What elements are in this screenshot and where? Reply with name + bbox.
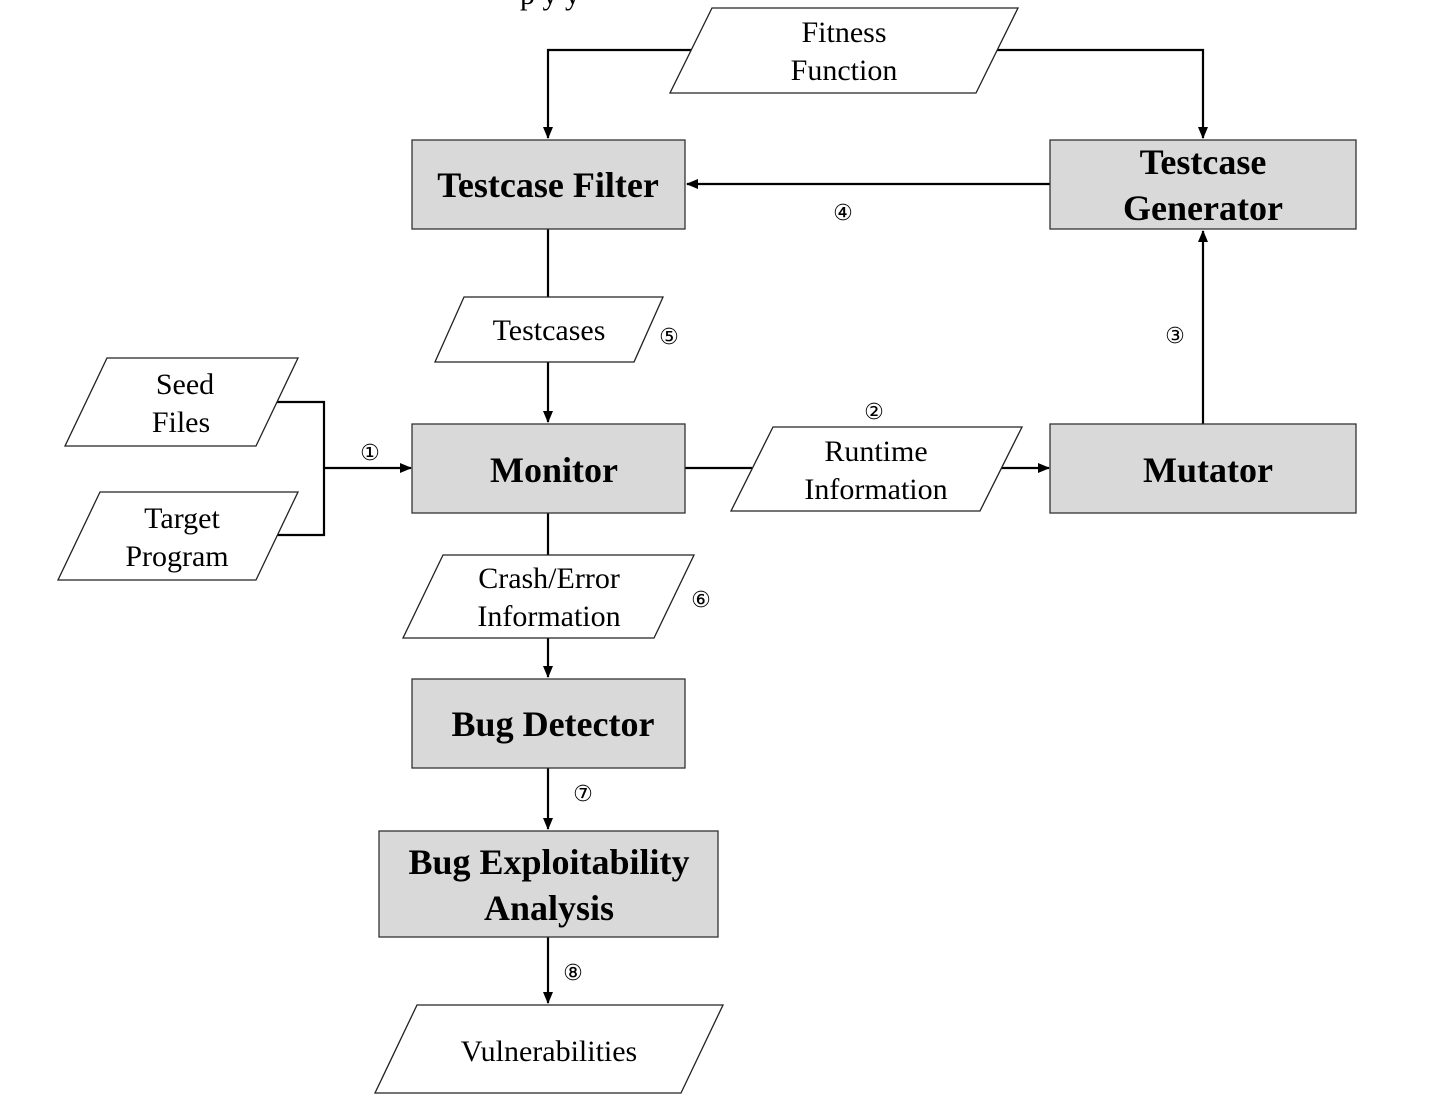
- testcase-generator-label-line1: Testcase: [1140, 142, 1267, 182]
- edge-fitness-to-filter: [543, 48, 694, 139]
- step-3-label: ③: [1165, 324, 1185, 349]
- testcase-filter-node: Testcase Filter: [411, 139, 686, 230]
- step-5-label: ⑤: [659, 325, 679, 350]
- bug-detector-node: Bug Detector: [411, 678, 686, 769]
- fitness-function-label-line1: Fitness: [801, 16, 886, 49]
- bug-detector-label: Bug Detector: [452, 704, 655, 744]
- bug-exploitability-analysis-label-line2: Analysis: [484, 888, 614, 928]
- step-4-label: ④: [833, 201, 853, 226]
- vulnerabilities-label: Vulnerabilities: [461, 1035, 637, 1068]
- crash-error-information-label-line1: Crash/Error: [478, 562, 620, 595]
- edge-fitness-to-generator: [997, 48, 1208, 139]
- crash-error-information-label-line2: Information: [477, 600, 620, 633]
- bug-exploitability-analysis-node: Bug Exploitability Analysis: [378, 830, 719, 938]
- seed-files-label-line2: Files: [152, 406, 210, 439]
- step-8-label: ⑧: [563, 961, 583, 986]
- target-program-label-line1: Target: [144, 502, 220, 535]
- fitness-function-label-line2: Function: [791, 54, 898, 87]
- testcase-generator-node: Testcase Generator: [1049, 139, 1357, 230]
- runtime-information-label-line2: Information: [804, 473, 947, 506]
- target-program-node: Target Program: [56, 491, 300, 581]
- mutator-label: Mutator: [1143, 450, 1273, 490]
- monitor-node: Monitor: [411, 423, 686, 514]
- seed-files-label-line1: Seed: [156, 368, 214, 401]
- fitness-function-node: Fitness Function: [668, 7, 1020, 94]
- testcases-node: Testcases: [433, 296, 665, 363]
- bug-exploitability-analysis-label-line1: Bug Exploitability: [408, 842, 689, 882]
- runtime-information-label-line1: Runtime: [824, 435, 927, 468]
- cutoff-caption-fragment: p y y: [520, 0, 580, 11]
- vulnerabilities-node: Vulnerabilities: [373, 1004, 725, 1094]
- testcase-filter-label: Testcase Filter: [437, 165, 659, 205]
- runtime-information-node: Runtime Information: [729, 426, 1024, 512]
- monitor-label: Monitor: [490, 450, 618, 490]
- step-7-label: ⑦: [573, 782, 593, 807]
- seed-files-node: Seed Files: [63, 357, 300, 447]
- step-6-label: ⑥: [691, 588, 711, 613]
- step-1-label: ①: [360, 441, 380, 466]
- testcase-generator-label-line2: Generator: [1123, 188, 1283, 228]
- target-program-label-line2: Program: [125, 540, 228, 573]
- step-2-label: ②: [864, 400, 884, 425]
- mutator-node: Mutator: [1049, 423, 1357, 514]
- crash-error-information-node: Crash/Error Information: [401, 554, 696, 639]
- testcases-label: Testcases: [493, 314, 606, 347]
